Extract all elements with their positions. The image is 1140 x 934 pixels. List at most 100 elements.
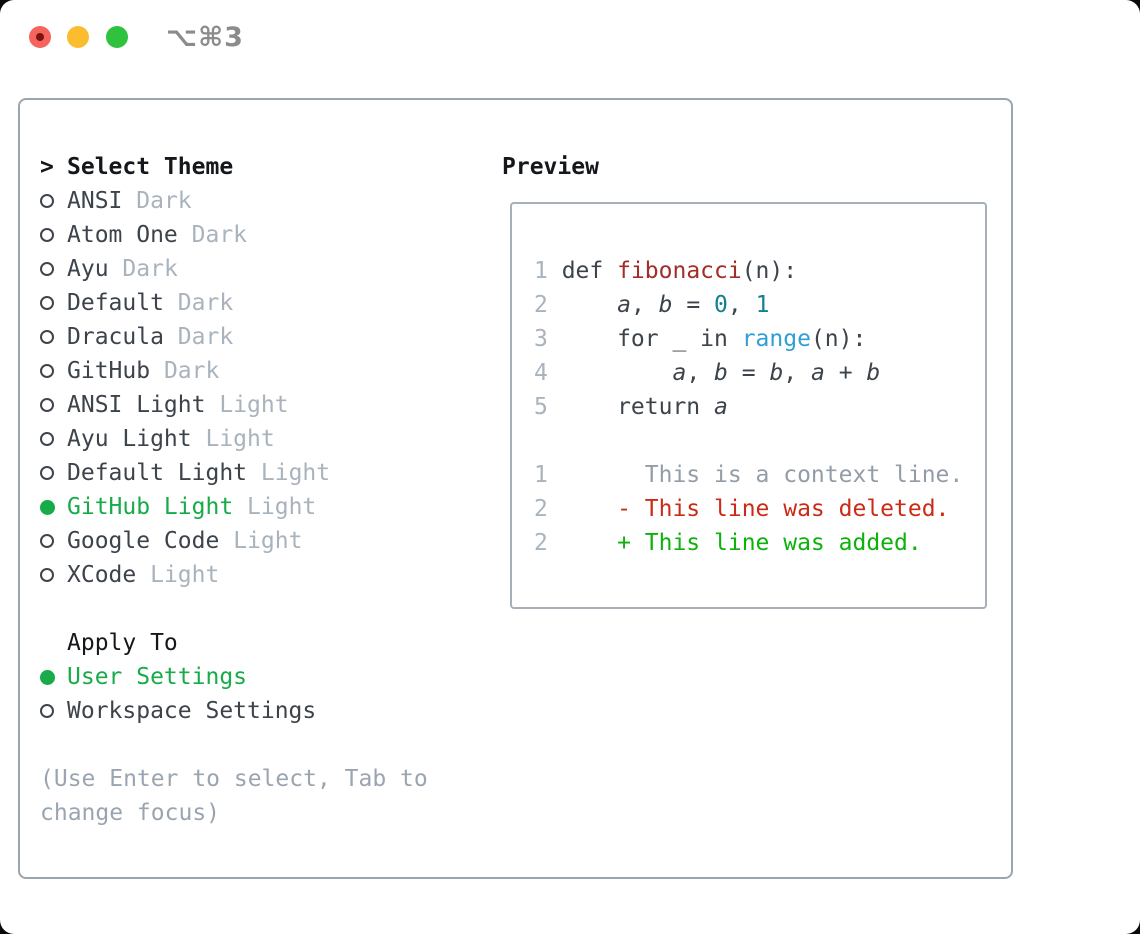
code-token-default: return xyxy=(561,394,715,420)
code-token-default: , xyxy=(783,360,811,386)
code-token-var: a xyxy=(672,360,687,386)
diff-line: 2 + This line was added. xyxy=(534,526,985,560)
code-token-default: (n): xyxy=(810,326,867,352)
diff-line: 2 - This line was deleted. xyxy=(534,492,985,526)
radio-unselected-icon xyxy=(40,432,67,446)
code-token-added: + This line was added. xyxy=(561,530,922,556)
radio-selected-icon xyxy=(40,499,67,515)
radio-unselected-icon xyxy=(40,364,67,378)
theme-variant: Dark xyxy=(136,188,192,214)
code-token-context: This is a context line. xyxy=(561,462,964,488)
gap xyxy=(164,324,178,350)
minimize-button-icon[interactable] xyxy=(67,26,89,48)
line-number: 2 xyxy=(534,496,548,522)
apply-to-option[interactable]: User Settings xyxy=(40,660,460,694)
diff-line: 1 This is a context line. xyxy=(534,458,985,492)
gap xyxy=(136,562,150,588)
apply-to-header: Apply To xyxy=(67,630,178,656)
theme-variant: Light xyxy=(150,562,220,588)
theme-variant: Dark xyxy=(122,256,178,282)
code-token-default: (n): xyxy=(741,258,798,284)
theme-option[interactable]: Dracula Dark xyxy=(40,320,460,354)
code-token-var: b xyxy=(714,360,728,386)
line-number: 5 xyxy=(534,394,548,420)
theme-option[interactable]: Ayu Dark xyxy=(40,252,460,286)
code-token-default: = xyxy=(672,292,715,318)
radio-unselected-icon xyxy=(40,330,67,344)
spacer xyxy=(40,728,460,762)
theme-option[interactable]: ANSI Dark xyxy=(40,184,460,218)
line-number: 2 xyxy=(534,292,548,318)
code-token-default: + xyxy=(824,360,867,386)
spacer xyxy=(40,592,460,626)
theme-name: Google Code xyxy=(67,528,220,554)
theme-option[interactable]: Default Dark xyxy=(40,286,460,320)
theme-variant: Dark xyxy=(163,358,220,384)
keyboard-hint: (Use Enter to select, Tab to change focu… xyxy=(40,766,428,826)
select-theme-header: Select Theme xyxy=(67,154,234,180)
gap xyxy=(192,426,206,452)
gap xyxy=(233,494,247,520)
code-token-var: b xyxy=(658,292,673,318)
theme-name: Ayu xyxy=(67,256,109,282)
radio-unselected-icon xyxy=(40,194,67,208)
theme-name: Atom One xyxy=(67,222,178,248)
gap xyxy=(164,290,178,316)
radio-selected-icon xyxy=(40,669,67,685)
theme-variant: Light xyxy=(260,460,331,486)
theme-option[interactable]: GitHub Light Light xyxy=(40,490,460,524)
code-token-default: def xyxy=(561,258,618,284)
theme-name: GitHub Light xyxy=(67,494,234,520)
window-title: ⌥⌘3 xyxy=(166,22,244,53)
theme-variant: Dark xyxy=(177,290,234,316)
code-token-num: 0 xyxy=(714,292,728,318)
theme-name: XCode xyxy=(67,562,137,588)
prompt-icon: > xyxy=(40,154,54,180)
diff-block: 1 This is a context line.2 - This line w… xyxy=(534,458,985,560)
theme-option[interactable]: Ayu Light Light xyxy=(40,422,460,456)
code-token-default: , xyxy=(727,292,756,318)
radio-unselected-icon xyxy=(40,262,67,276)
apply-to-option[interactable]: Workspace Settings xyxy=(40,694,460,728)
gap xyxy=(178,222,192,248)
code-token-var: b xyxy=(769,360,784,386)
theme-variant: Dark xyxy=(191,222,248,248)
code-token-default: , xyxy=(630,292,659,318)
titlebar: ⌥⌘3 xyxy=(0,0,1140,75)
code-line: 5 return a xyxy=(534,390,985,424)
theme-name: Ayu Light xyxy=(67,426,192,452)
gap xyxy=(122,188,136,214)
apply-to-label: Workspace Settings xyxy=(67,698,317,724)
line-number: 4 xyxy=(534,360,548,386)
gap xyxy=(205,392,219,418)
code-token-deleted: - This line was deleted. xyxy=(561,496,950,522)
zoom-button-icon[interactable] xyxy=(106,26,128,48)
code-token-default: , xyxy=(686,360,715,386)
code-token-builtin: range xyxy=(741,326,811,352)
gap xyxy=(150,358,164,384)
code-token-var: a xyxy=(714,394,728,420)
theme-variant: Light xyxy=(233,528,303,554)
preview-header: Preview xyxy=(502,154,599,180)
radio-unselected-icon xyxy=(40,466,67,480)
code-line: 4 a, b = b, a + b xyxy=(534,356,985,390)
theme-option[interactable]: GitHub Dark xyxy=(40,354,460,388)
theme-option[interactable]: Google Code Light xyxy=(40,524,460,558)
radio-unselected-icon xyxy=(40,704,67,718)
theme-name: ANSI Light xyxy=(67,392,206,418)
theme-variant: Dark xyxy=(177,324,234,350)
code-token-default xyxy=(562,292,617,318)
close-button-icon[interactable] xyxy=(29,26,51,48)
theme-name: ANSI xyxy=(67,188,123,214)
theme-option[interactable]: XCode Light xyxy=(40,558,460,592)
theme-option[interactable]: ANSI Light Light xyxy=(40,388,460,422)
line-number: 2 xyxy=(534,530,548,556)
theme-option[interactable]: Atom One Dark xyxy=(40,218,460,252)
spacer xyxy=(534,424,985,458)
theme-option[interactable]: Default Light Light xyxy=(40,456,460,490)
theme-name: Default xyxy=(67,290,164,316)
